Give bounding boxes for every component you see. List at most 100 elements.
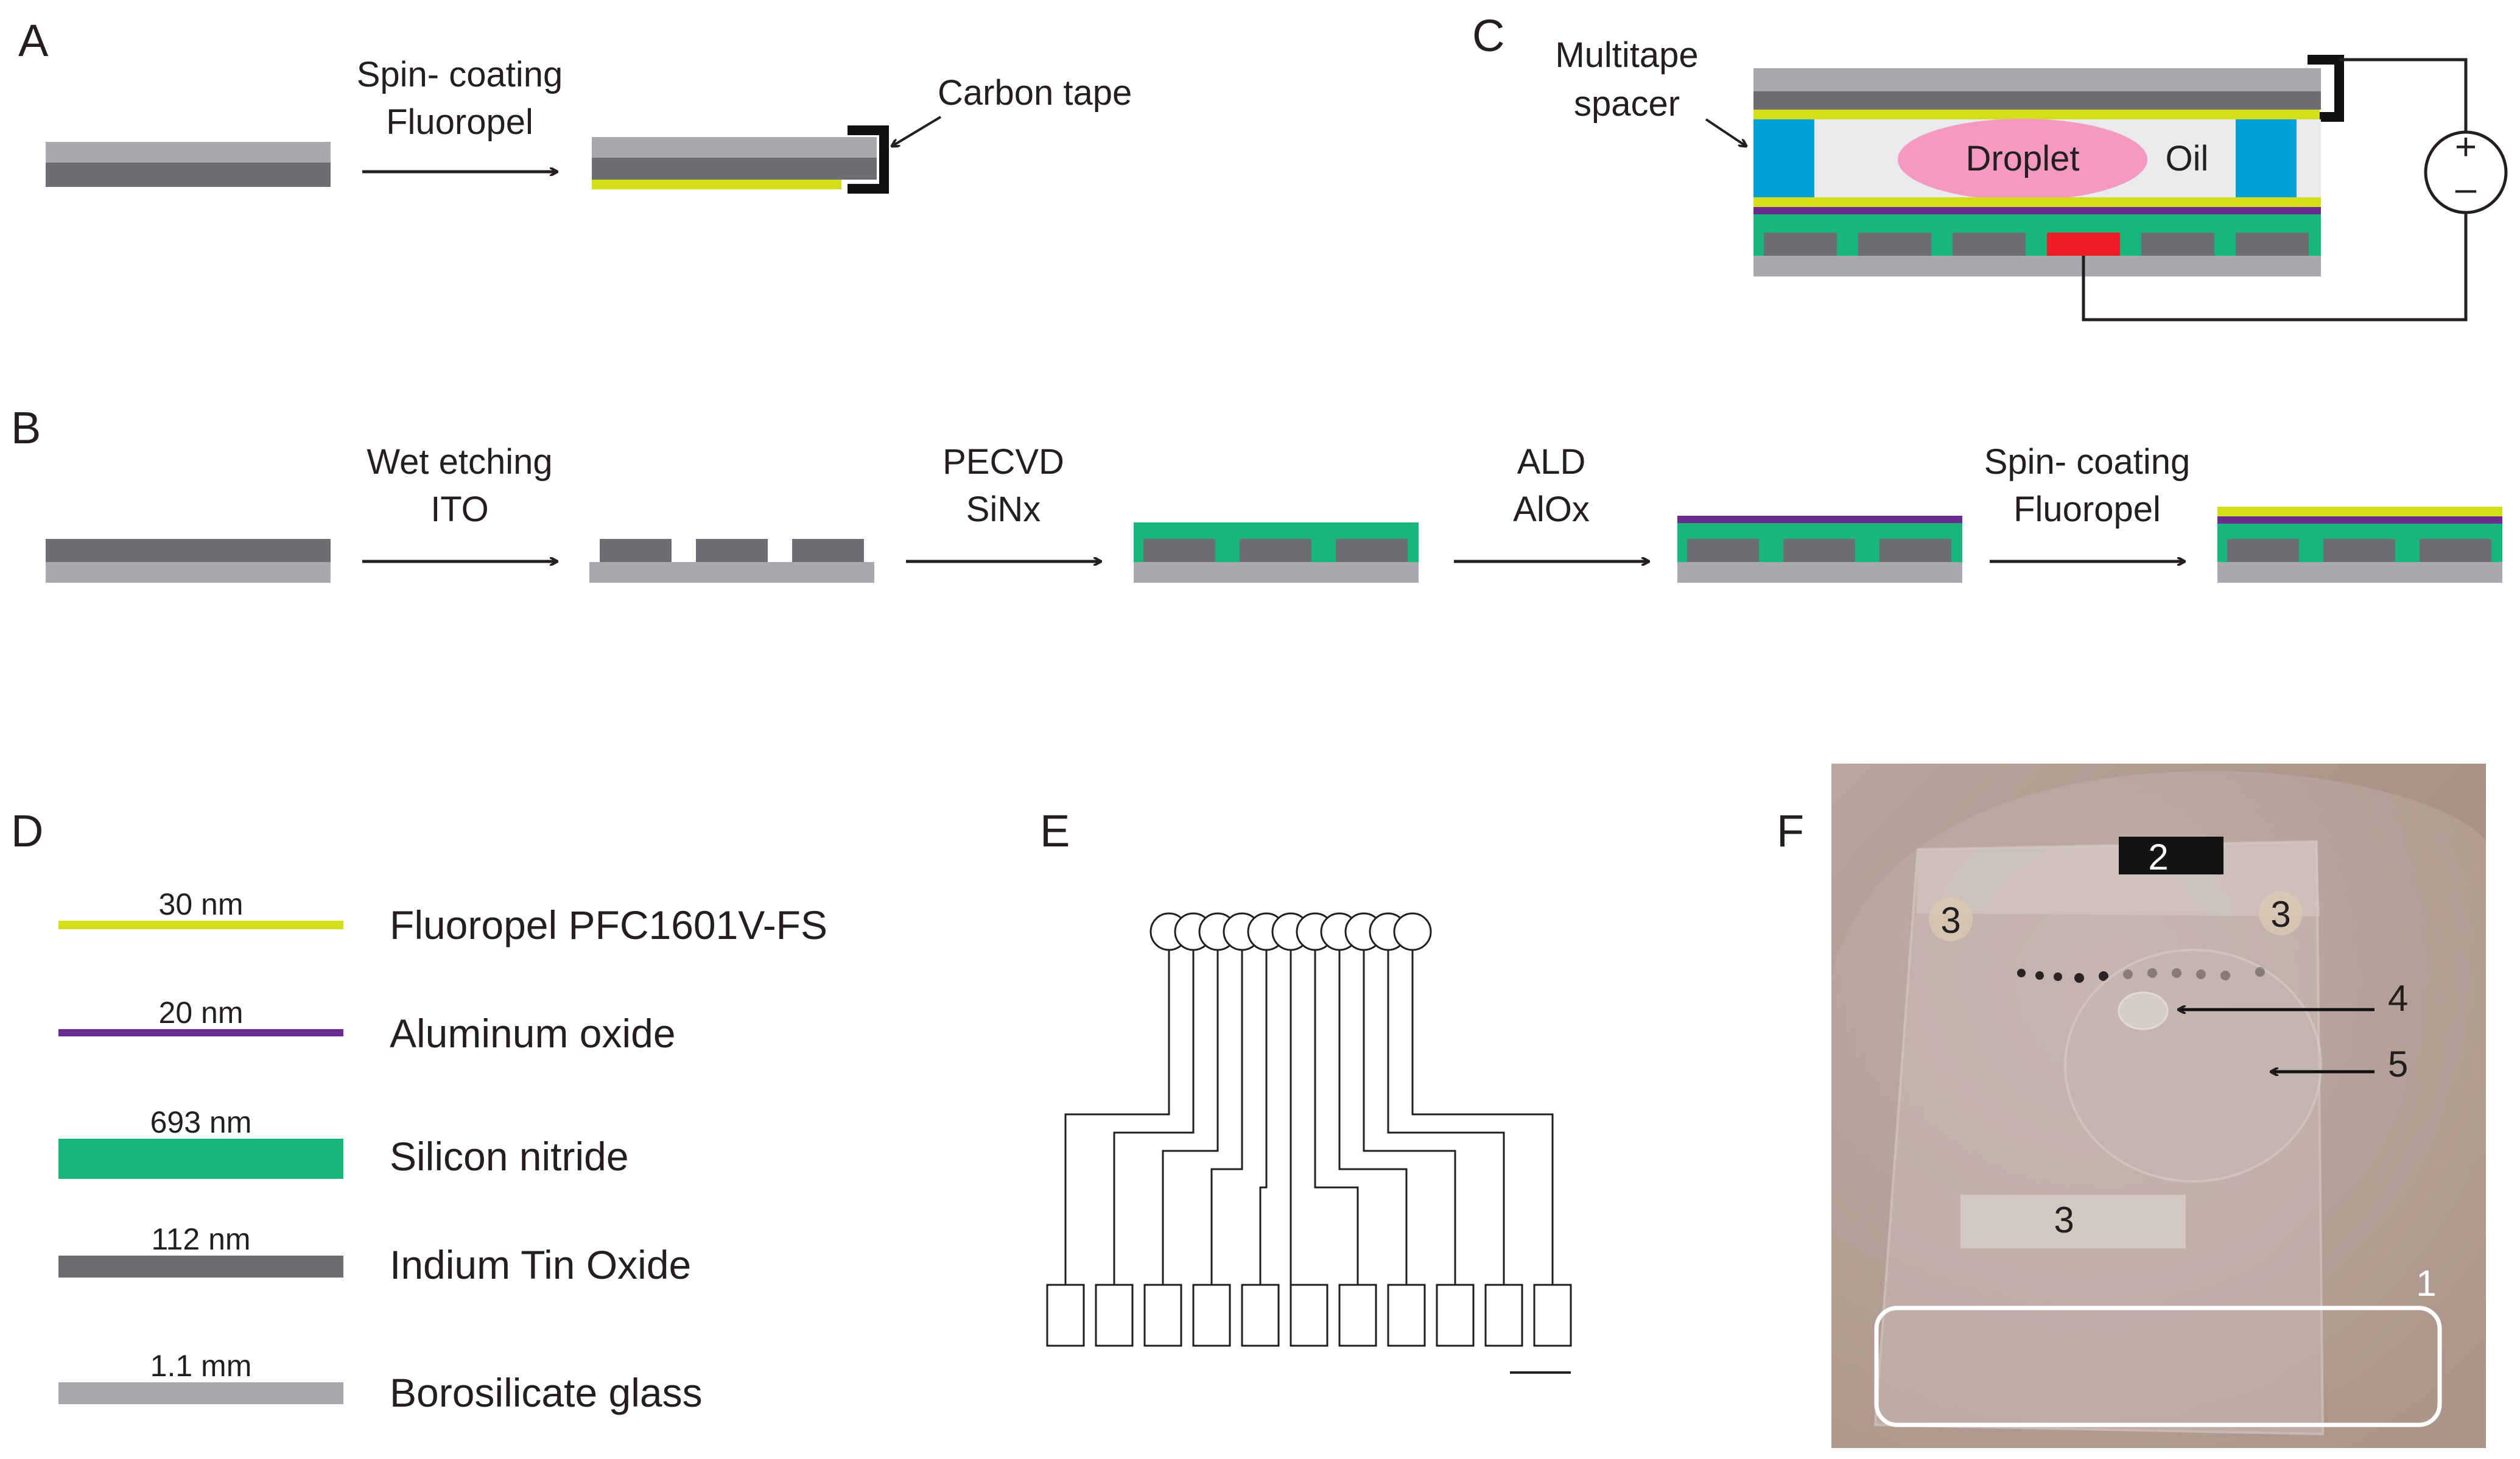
layer-name: Fluoropel PFC1601V-FS <box>390 902 827 947</box>
callout-1: 1 <box>2416 1263 2436 1304</box>
panel-b-step-2-line2: SiNx <box>966 490 1041 529</box>
target-droplet <box>2118 991 2169 1030</box>
bottom-glass-layer <box>1753 256 2321 276</box>
panel-b-stage-1 <box>589 539 874 583</box>
electrode <box>1953 233 2026 256</box>
spacer-dot <box>2259 891 2303 935</box>
panel-b-step-4-line1: Spin- coating <box>1984 442 2191 482</box>
bottom-sinx-layer <box>1753 214 2321 256</box>
ito-layer <box>46 163 331 187</box>
spacer-label-line1: Multitape <box>1555 35 1698 75</box>
panel-a-label: A <box>18 15 49 66</box>
legend-row-alox: 20 nm Aluminum oxide <box>58 996 676 1056</box>
electrode-trace <box>1162 950 1219 1285</box>
contact-pad <box>1095 1284 1134 1347</box>
alox-layer <box>1677 516 1962 523</box>
electrode <box>2141 233 2214 256</box>
panel-a-substrate <box>46 142 331 187</box>
callout-2: 2 <box>2148 837 2168 877</box>
electrode-trace <box>1113 950 1195 1285</box>
electrode <box>2236 233 2309 256</box>
panel-f-label: F <box>1777 806 1804 856</box>
carbon-tape <box>848 125 889 194</box>
legend-row-sinx: 693 nm Silicon nitride <box>58 1105 629 1179</box>
top-fluoropel-layer <box>1753 110 2320 119</box>
voltage-source <box>2424 130 2508 214</box>
spacer-tape-bottom <box>1960 1195 2186 1248</box>
contact-pad <box>1192 1284 1231 1347</box>
ito-layer <box>46 539 331 562</box>
panel-c-label: C <box>1472 10 1504 61</box>
contact-pad <box>1290 1284 1328 1347</box>
panel-f: F 2 3 3 <box>1777 764 2486 1448</box>
voltage-minus: – <box>2455 167 2477 209</box>
electrode-circle <box>1393 912 1432 951</box>
layer-name: Aluminum oxide <box>390 1011 676 1056</box>
legend-row-ito: 112 nm Indium Tin Oxide <box>58 1222 691 1287</box>
spacer-arrow <box>1705 118 1746 146</box>
layer-name: Silicon nitride <box>390 1134 629 1179</box>
panel-d-label: D <box>11 806 43 856</box>
electrode <box>792 539 864 562</box>
contact-pad <box>1484 1284 1523 1347</box>
electrode <box>1687 539 1759 562</box>
top-ito-layer <box>1753 91 2321 110</box>
spacer-label-line2: spacer <box>1574 84 1680 124</box>
panel-b-step-2-line1: PECVD <box>942 442 1064 482</box>
electrode-layout <box>1046 912 1572 1374</box>
layer-name: Borosilicate glass <box>390 1370 703 1415</box>
glass-layer <box>1134 562 1419 583</box>
panel-a-step-line2: Fluoropel <box>386 102 533 142</box>
spacer-left <box>1753 119 1814 197</box>
panel-c: C Multitape spacer Droplet Oil <box>1472 10 2508 322</box>
device-photo: 2 3 3 4 5 3 <box>1831 764 2486 1448</box>
electrode <box>1336 539 1408 562</box>
droplet-label: Droplet <box>1966 139 2080 178</box>
top-plate <box>1917 842 2320 916</box>
top-glass-layer <box>1753 68 2321 91</box>
ito-layer <box>592 158 877 180</box>
legend-swatch <box>58 1256 343 1278</box>
electrode-active <box>2047 233 2120 256</box>
panel-b-stage-2 <box>1134 522 1419 583</box>
layer-thickness: 20 nm <box>159 996 244 1030</box>
carbon-tape-label: Carbon tape <box>938 73 1132 113</box>
electrode <box>696 539 768 562</box>
callout-4: 4 <box>2388 978 2408 1019</box>
panel-b: B Wet etching ITO PECVD SiNx ALD AlOx <box>11 403 2502 583</box>
panel-a: A Spin- coating Fluoropel Carbon tape <box>18 15 1132 194</box>
spacer-dot <box>1929 898 1973 941</box>
callout-3a: 3 <box>1940 900 1960 941</box>
layer-thickness: 30 nm <box>159 887 244 921</box>
panel-b-stage-3 <box>1677 516 1962 583</box>
spacer-right <box>2236 119 2297 197</box>
electrode-trace <box>1064 950 1170 1285</box>
electrode <box>600 539 672 562</box>
carbon-tape-photo <box>2119 837 2223 874</box>
glass-layer <box>1677 562 1962 583</box>
panel-b-label: B <box>11 403 41 453</box>
panel-b-step-3-line1: ALD <box>1517 442 1586 482</box>
electrode <box>1143 539 1215 562</box>
bottom-alox-layer <box>1753 207 2321 214</box>
electrode <box>2227 539 2299 562</box>
electrode <box>2323 539 2395 562</box>
legend-swatch <box>58 1139 343 1179</box>
electrode <box>1783 539 1855 562</box>
legend-swatch <box>58 921 343 929</box>
callout-3c: 3 <box>2054 1200 2074 1240</box>
droplet <box>1898 119 2147 200</box>
electrode-trace <box>1314 950 1359 1285</box>
panel-e: E <box>1040 806 1572 1374</box>
oil-reservoir <box>2064 949 2322 1183</box>
carbon-tape-arrow <box>892 116 942 146</box>
electrode <box>1764 233 1837 256</box>
legend-swatch <box>58 1382 343 1404</box>
contact-pad <box>1143 1284 1182 1347</box>
panel-b-stage-4 <box>2217 507 2502 583</box>
layer-name: Indium Tin Oxide <box>390 1242 691 1287</box>
glass-layer <box>46 142 331 163</box>
layer-thickness: 693 nm <box>150 1105 252 1139</box>
oil-label: Oil <box>2166 139 2209 178</box>
